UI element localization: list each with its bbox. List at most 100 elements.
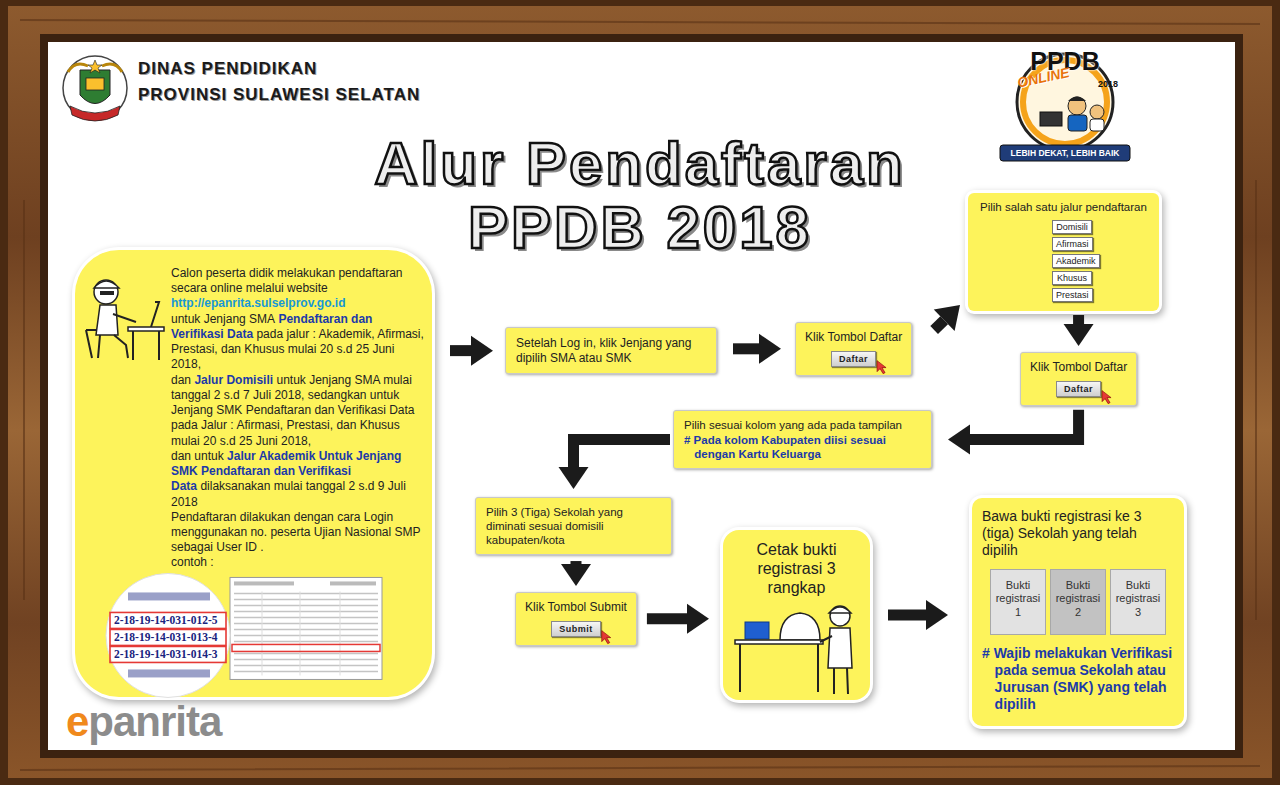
box-text: dan [171,373,191,387]
province-emblem [63,56,127,120]
mouse-cursor [877,361,886,374]
button-label: Domisili [1056,221,1088,233]
arrow-head [926,600,948,630]
print-receipt-figure [828,628,852,668]
arrow-shaft [934,320,944,330]
receipt-box: Bukti registrasi 3 [1110,569,1166,635]
ppdb-online-logo [1068,97,1086,115]
logo-year: 2018 [1098,80,1118,90]
ppdb-online-logo [1090,119,1104,131]
button: Daftar [1056,381,1101,397]
example-id-illustration [230,577,382,679]
arrow-shaft [574,440,671,467]
wood-frame [8,6,1272,778]
example-id-illustration [234,593,378,671]
box-text: Setelah Log in, klik Jenjang yang dipili… [516,336,706,365]
flow-arrow [647,604,709,634]
button-label: Afirmasi [1056,238,1089,250]
option-button: Domisili [1052,220,1092,234]
user-at-computer-figure [94,281,119,288]
box-text: dilaksanakan mulai tanggal 2 s.d 9 Juli … [171,479,406,508]
arrow-head [934,305,960,331]
arrow-shaft [570,561,581,564]
arrow-head [687,604,709,634]
arrow-head [559,467,589,489]
user-at-computer-figure [128,327,164,331]
print-receipt-figure [830,606,850,626]
user-at-computer-figure [100,291,114,295]
example-id-illustration [106,573,230,697]
arrow-shaft [647,613,687,624]
step-box: Pilih sesuai kolom yang ada pada tampila… [673,410,932,469]
step-box: Bawa bukti registrasi ke 3 (tiga) Sekola… [972,498,1184,726]
example-id-illustration [110,646,226,662]
button-label: Prestasi [1056,289,1089,301]
example-id-illustration [110,629,226,645]
user-at-computer-figure [151,302,159,327]
example-id-illustration [262,591,340,675]
diagram-title: Alur Pendaftaran PPDB 2018 [340,132,940,260]
button-label: Daftar [1064,383,1093,395]
arrow-shaft [970,410,1079,440]
ppdb-online-logo [1090,105,1104,119]
organization-name: PROVINSI SULAWESI SELATAN [138,86,420,105]
example-id-number: 2-18-19-14-031-013-4 [114,631,217,644]
button-label: Khusus [1056,272,1088,284]
box-text: Klik Tombol Submit [525,600,627,615]
arrow-head [948,425,970,455]
province-emblem [88,60,102,73]
user-at-computer-figure [133,331,159,360]
print-receipt-figure [745,622,769,639]
step-box: Klik Tombol DaftarDaftar [1020,352,1137,406]
board [48,42,1235,750]
box-text: Calon peserta didik melakukan pendaftara… [171,266,402,295]
print-receipt-figure [735,640,823,644]
example-id-illustration [128,669,210,677]
website-link: http://epanrita.sulselprov.go.id [171,296,421,311]
arrow-head [759,334,781,364]
option-button: Prestasi [1052,288,1093,302]
box-text: Klik Tombol Daftar [1030,360,1127,375]
ppdb-online-logo [1040,112,1062,126]
print-receipt-figure [829,607,851,613]
user-at-computer-figure [113,314,136,322]
wood-grain [20,20,1260,770]
example-id-number: 2-18-19-14-031-014-3 [114,648,217,661]
step-box: Cetak bukti registrasi 3 rangkap [723,530,870,700]
option-button: Khusus [1052,271,1092,285]
arrow-head [471,336,493,366]
user-at-computer-figure [86,330,97,358]
brand-logo: epanrita [66,699,221,745]
receipt-box: Bukti registrasi 1 [990,569,1046,635]
ppdb-online-logo [1068,97,1086,102]
button-label: Submit [559,623,593,635]
box-text: Cetak bukti registrasi 3 rangkap [749,540,844,598]
province-emblem [70,106,120,121]
step-box: Setelah Log in, klik Jenjang yang dipili… [505,327,717,374]
step-box: Pilih 3 (Tiga) Sekolah yang diminati ses… [475,497,672,555]
box-text: Pilih sesuai kolom yang ada pada tampila… [684,418,921,432]
step-box: Pilih salah satu jalur pendaftaranDomisi… [968,193,1159,311]
user-at-computer-figure [86,280,164,360]
province-emblem [68,64,122,72]
flow-arrow [948,410,1079,455]
arrow-shaft [888,610,926,621]
ppdb-online-logo [1000,145,1130,161]
flow-arrow [561,561,591,586]
arrow-head [561,564,591,586]
receipt-box: Bukti registrasi 2 [1050,569,1106,635]
box-text: Jalur Domisili [194,373,273,387]
flow-arrow [559,440,671,489]
arrow-head [1064,324,1094,346]
box-text: contoh : [171,555,214,569]
flow-arrow [934,305,960,331]
example-id-illustration [234,581,294,585]
option-button: Akademik [1052,254,1100,268]
box-text: Klik Tombol Daftar [805,330,902,345]
flow-arrow [733,334,781,364]
flow-arrow [1064,315,1094,346]
user-at-computer-figure [94,280,118,304]
frame-bevel [40,34,1243,758]
